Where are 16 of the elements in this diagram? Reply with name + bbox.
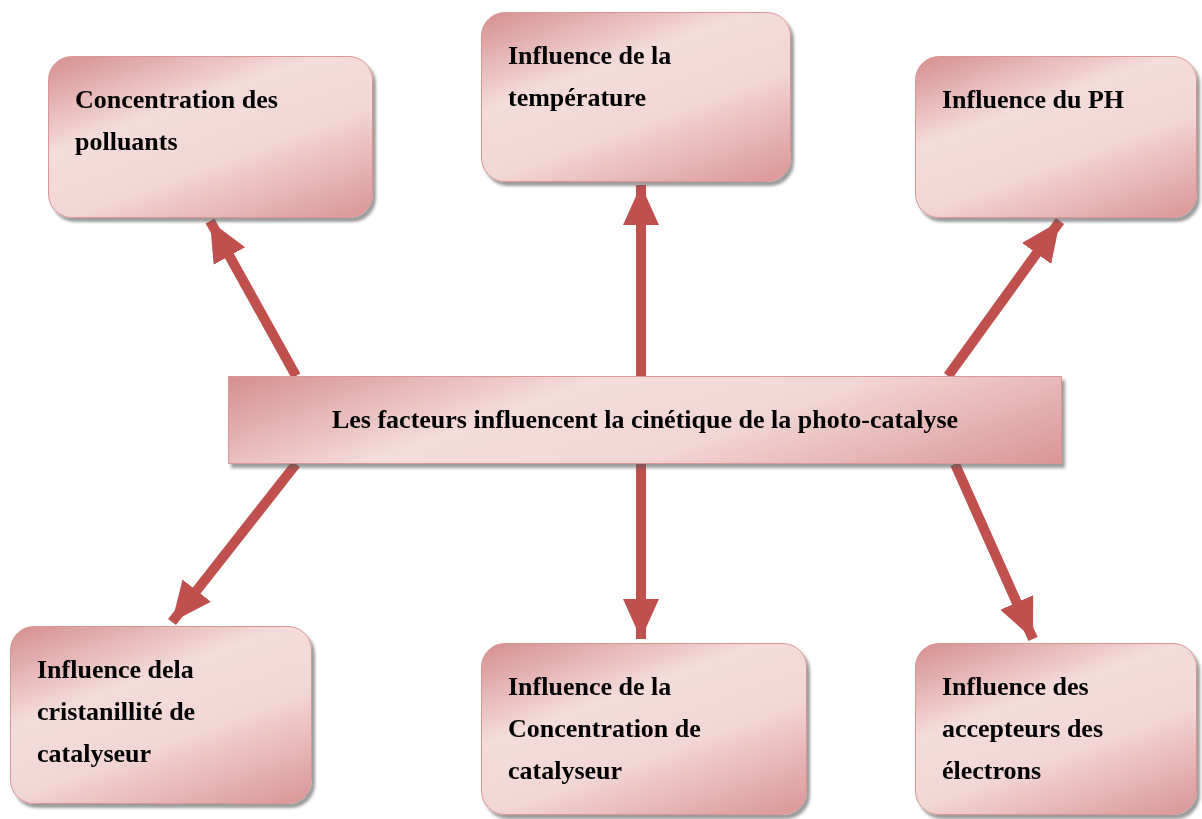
factor-box [48, 56, 373, 218]
box-label: Concentration des polluants [75, 84, 279, 158]
box-label: Influence de la température [508, 40, 673, 114]
title-box [228, 376, 1062, 464]
factor-box [481, 12, 791, 182]
factor-box [10, 626, 312, 804]
box-label: Influence du PH [942, 84, 1126, 116]
arrow [623, 464, 659, 639]
box-label: Les facteurs influencent la cinétique de la photo-catalyse [330, 404, 960, 436]
factor-box [481, 643, 807, 815]
box-label: Influence dela cristanillité de catalyseur [37, 654, 197, 770]
factor-box [915, 643, 1197, 815]
box-label: Influence de la Concentration de catalyseur [508, 671, 702, 787]
factor-box [915, 56, 1197, 218]
arrow [623, 185, 659, 376]
box-label: Influence des accepteurs des électrons [942, 671, 1104, 787]
